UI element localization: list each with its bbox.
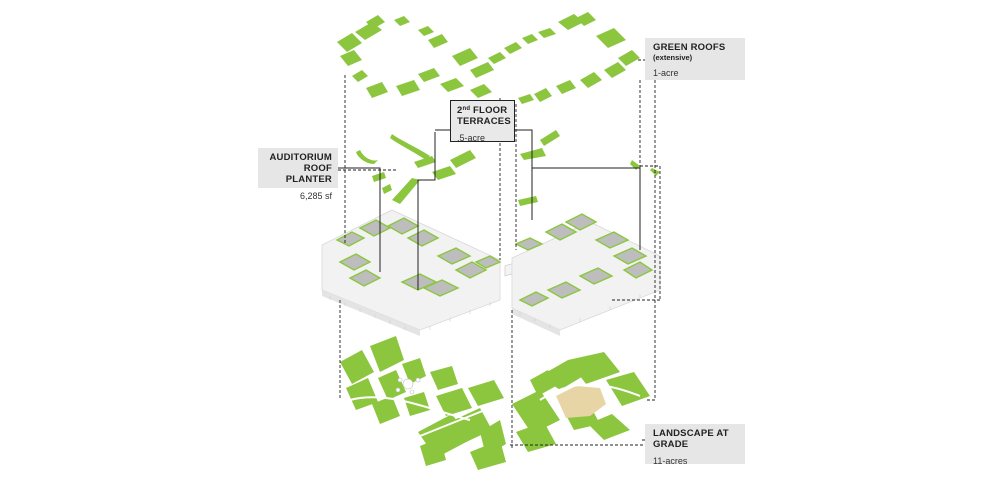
building-left: [321, 209, 502, 336]
green-roofs-layer: [337, 12, 640, 104]
building-right: [511, 213, 661, 336]
terraces-title-number: 2: [457, 105, 463, 116]
auditorium-title-line1: AUDITORIUM: [269, 152, 332, 163]
terraces-title-sup: nd: [462, 106, 471, 112]
landscape-value: 11-acres: [653, 456, 688, 466]
green-roofs-qualifier: (extensive): [653, 53, 693, 62]
callout-terraces: 2nd FLOOR TERRACES .5-acre: [450, 100, 515, 143]
callout-auditorium: AUDITORIUM ROOF PLANTER 6,285 sf: [258, 148, 338, 201]
terraces-title-line2: TERRACES: [457, 116, 511, 127]
terraces-title-rest: FLOOR: [470, 105, 508, 116]
auditorium-title-line2: ROOF PLANTER: [285, 163, 332, 185]
leader-lines: [338, 129, 645, 441]
terraces-title: 2nd FLOOR: [457, 105, 508, 116]
landscape-title-line1: LANDSCAPE AT: [653, 428, 729, 439]
terraces-layer: [356, 130, 660, 206]
terraces-value: .5-acre: [457, 133, 486, 143]
callout-landscape: LANDSCAPE AT GRADE 11-acres: [645, 424, 745, 466]
green-roofs-title: GREEN ROOFS: [653, 42, 726, 53]
landscape-title-line2: GRADE: [653, 439, 689, 450]
landscape-layer: [338, 334, 650, 470]
green-roofs-value: 1-acre: [653, 68, 679, 78]
auditorium-value: 6,285 sf: [299, 191, 332, 201]
callout-green-roofs: GREEN ROOFS (extensive) 1-acre: [645, 38, 745, 80]
